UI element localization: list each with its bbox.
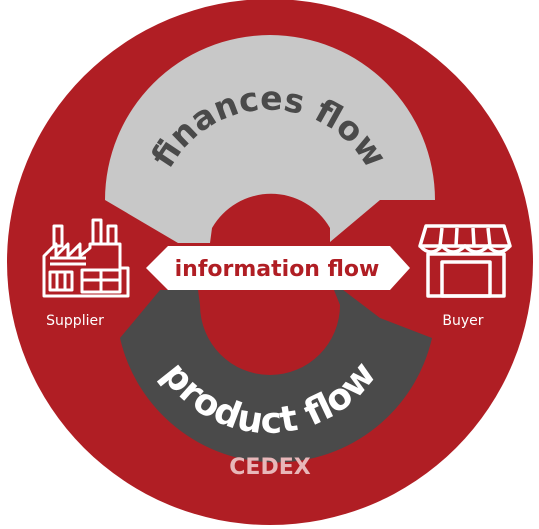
supplier-label: Supplier (46, 313, 104, 329)
finances-flow-arc (105, 35, 435, 244)
information-flow-arrow (146, 246, 410, 290)
buyer-label: Buyer (442, 313, 483, 329)
brand-label: CEDEX (229, 455, 310, 480)
product-flow-arc (120, 280, 432, 463)
information-flow-label: information flow (175, 257, 380, 282)
factory-icon (42, 218, 130, 298)
storefront-icon (418, 224, 512, 298)
